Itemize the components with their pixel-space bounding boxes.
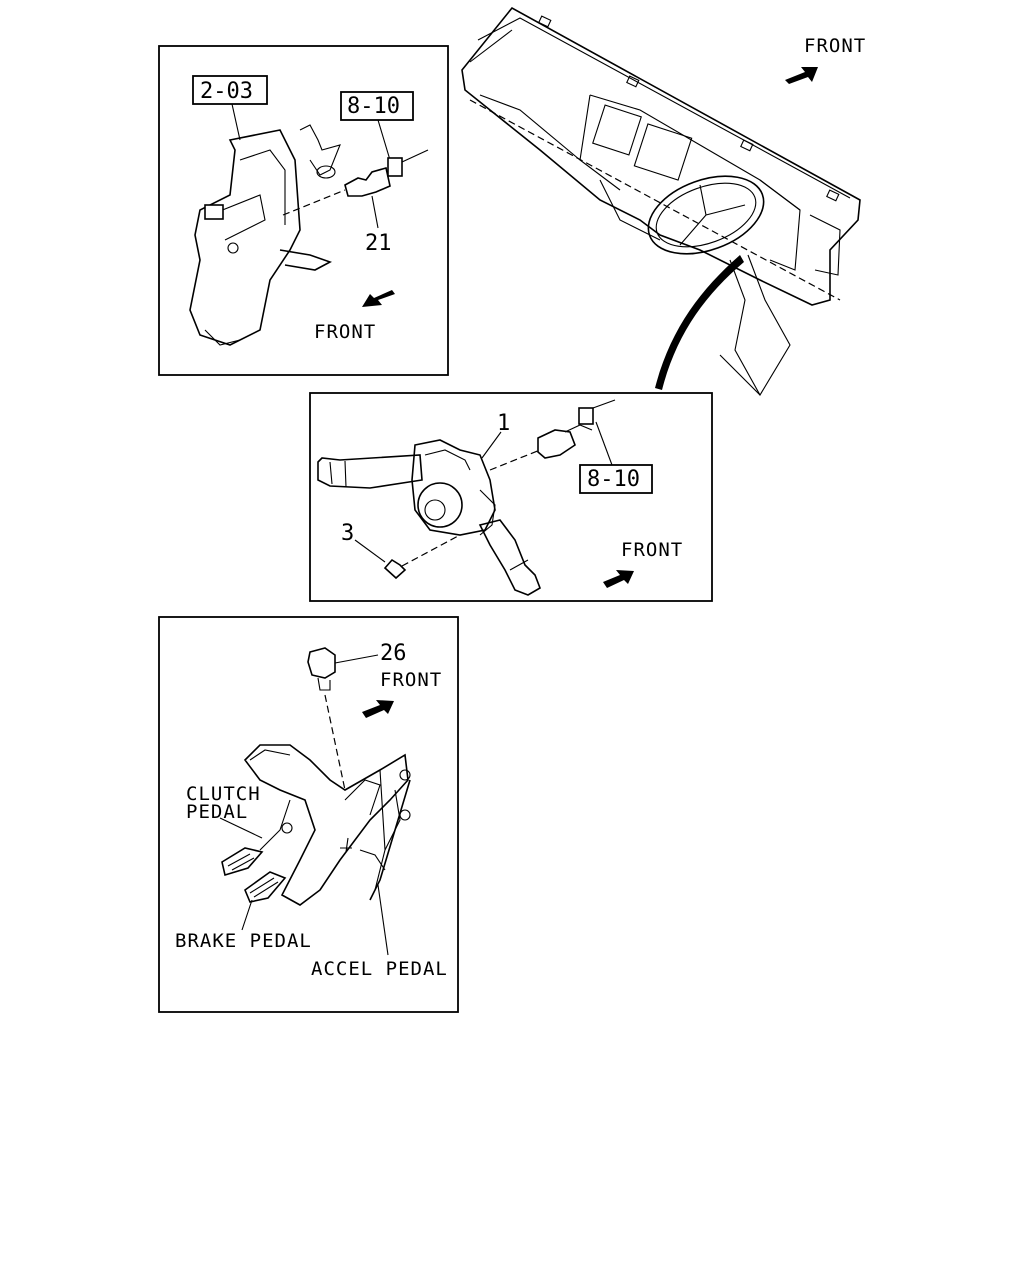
front-label-panel-a: FRONT: [314, 321, 376, 343]
front-label-panel-c: FRONT: [380, 669, 442, 691]
part-number-21: 21: [365, 231, 392, 256]
front-arrow-icon: [362, 290, 395, 307]
reference-8-10-b: 8-10: [587, 467, 640, 492]
front-arrow-icon: [603, 570, 634, 588]
part-number-1: 1: [497, 411, 510, 436]
panel-pedals: 26 FRONT CLUTCH PEDAL BRAKE PEDAL ACCEL …: [158, 616, 459, 1013]
brake-pedal-label: BRAKE PEDAL: [175, 930, 312, 952]
front-label-panel-b: FRONT: [621, 539, 683, 561]
reference-box-8-10-b: [579, 464, 653, 494]
panel-brake-switch: 2-03 8-10 21 FRONT: [158, 45, 449, 376]
reference-8-10-a: 8-10: [347, 94, 400, 119]
front-arrow-icon: [362, 700, 394, 718]
part-number-26: 26: [380, 641, 407, 666]
clutch-pedal-label-line2: PEDAL: [186, 801, 248, 823]
part-number-3: 3: [341, 521, 354, 546]
reference-box-2-03: [192, 75, 268, 105]
reference-2-03: 2-03: [200, 79, 253, 104]
dashboard-illustration: [461, 6, 861, 397]
front-arrow-icon: [785, 67, 818, 84]
reference-box-8-10-a: [340, 91, 414, 121]
panel-combination-switch: 1 8-10 3 FRONT: [309, 392, 713, 602]
clutch-pedal-label-line1: CLUTCH: [186, 783, 261, 805]
accel-pedal-label: ACCEL PEDAL: [311, 958, 448, 980]
front-label-top-right: FRONT: [804, 35, 866, 57]
